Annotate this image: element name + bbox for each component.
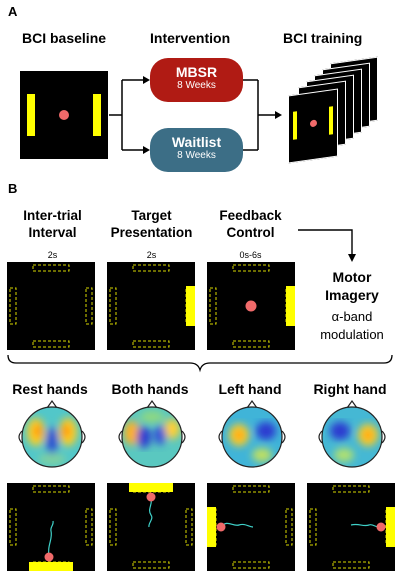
topomap-right (318, 399, 386, 468)
right-target (93, 94, 101, 136)
feedback-screen (207, 262, 295, 350)
intervention-arrows (109, 76, 282, 154)
condition-both-hands: Both hands (111, 381, 189, 397)
topomap-left (218, 399, 286, 468)
motor-imagery-label: Motor Imagery α-band modulation (320, 269, 384, 342)
topomap-rest (18, 399, 86, 468)
condition-rest-hands: Rest hands (12, 381, 88, 397)
screen-left (207, 483, 295, 571)
bci-training-title: BCI training (283, 30, 363, 46)
bci-baseline-title: BCI baseline (22, 30, 107, 46)
mbsr-duration: 8 Weeks (177, 80, 216, 91)
intervention-title: Intervention (150, 30, 231, 46)
phase-target-duration: 2s (146, 250, 157, 260)
waitlist-duration: 8 Weeks (177, 150, 216, 161)
panel-b-letter: B (8, 181, 18, 196)
target-screen (107, 262, 195, 350)
mbsr-pill: MBSR 8 Weeks (150, 58, 243, 102)
condition-left-hand: Left hand (218, 381, 282, 397)
waitlist-pill: Waitlist 8 Weeks (150, 128, 243, 172)
topomap-both (118, 399, 186, 468)
phase-iti-duration: 2s (47, 250, 58, 260)
screen-rest (7, 483, 95, 571)
waitlist-label: Waitlist (171, 134, 222, 150)
panel-a-letter: A (8, 4, 18, 19)
left-target (27, 94, 35, 136)
mbsr-label: MBSR (175, 64, 218, 80)
condition-right-hand: Right hand (313, 381, 387, 397)
iti-screen (7, 262, 95, 350)
screen-both (107, 483, 195, 571)
screen-right (307, 483, 395, 571)
baseline-screen (20, 71, 108, 159)
cursor-dot (59, 110, 69, 120)
phase-feedback-duration: 0s-6s (239, 250, 262, 260)
